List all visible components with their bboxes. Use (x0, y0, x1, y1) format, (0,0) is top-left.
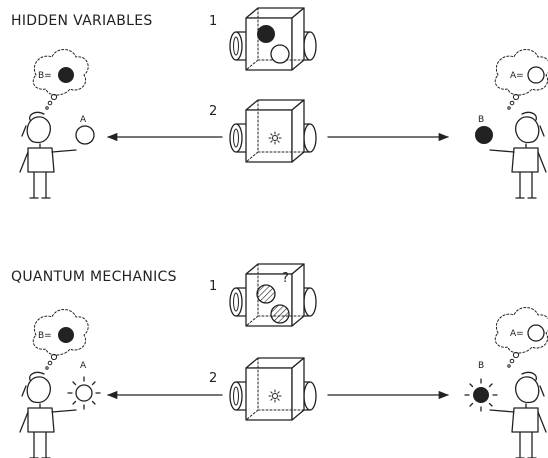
quantum-mechanics-title: QUANTUM MECHANICS (11, 269, 177, 285)
quantum-step-1-box (229, 263, 317, 327)
hidden-step-2-box (229, 99, 317, 163)
white-ball (270, 44, 290, 64)
quantum-right-ball-label: B (478, 361, 484, 371)
white-ball (527, 66, 545, 84)
quantum-left-thought-bubble: B= (32, 309, 89, 370)
black-ball (257, 25, 275, 43)
quantum-right-figure (489, 371, 547, 458)
hidden-left-ball-label: A (80, 115, 87, 125)
hidden-step-2-label: 2 (209, 104, 217, 119)
question-mark: ? (282, 271, 289, 286)
hidden-left-figure (19, 111, 77, 199)
thought-label: A= (510, 329, 524, 339)
quantum-step-2-box (229, 357, 317, 421)
thought-label: B= (38, 331, 52, 341)
hidden-step-1-box (229, 7, 317, 71)
hidden-right-figure (489, 111, 547, 199)
hidden-left-white-ball (75, 125, 95, 145)
hidden-variables-title: HIDDEN VARIABLES (11, 13, 153, 29)
hidden-right-thought-bubble: A= (494, 49, 548, 110)
hatched-ball (256, 284, 276, 304)
white-ball (527, 324, 545, 342)
hidden-right-ball-label: B (478, 115, 484, 125)
thought-label: A= (510, 71, 524, 81)
hidden-right-black-ball (475, 126, 493, 144)
black-ball (58, 327, 74, 343)
quantum-left-ball-label: A (80, 361, 87, 371)
quantum-step-2-label: 2 (209, 371, 217, 386)
quantum-step-1-label: 1 (209, 279, 217, 294)
hatched-ball (270, 304, 290, 324)
thought-label: B= (38, 71, 52, 81)
hidden-step-1-label: 1 (209, 14, 217, 29)
black-ball (58, 67, 74, 83)
quantum-left-glowing-white-ball (67, 376, 101, 410)
quantum-right-glowing-black-ball (464, 378, 498, 412)
quantum-left-figure (19, 371, 77, 458)
hidden-left-thought-bubble: B= (32, 49, 89, 110)
quantum-right-thought-bubble: A= (494, 307, 548, 368)
